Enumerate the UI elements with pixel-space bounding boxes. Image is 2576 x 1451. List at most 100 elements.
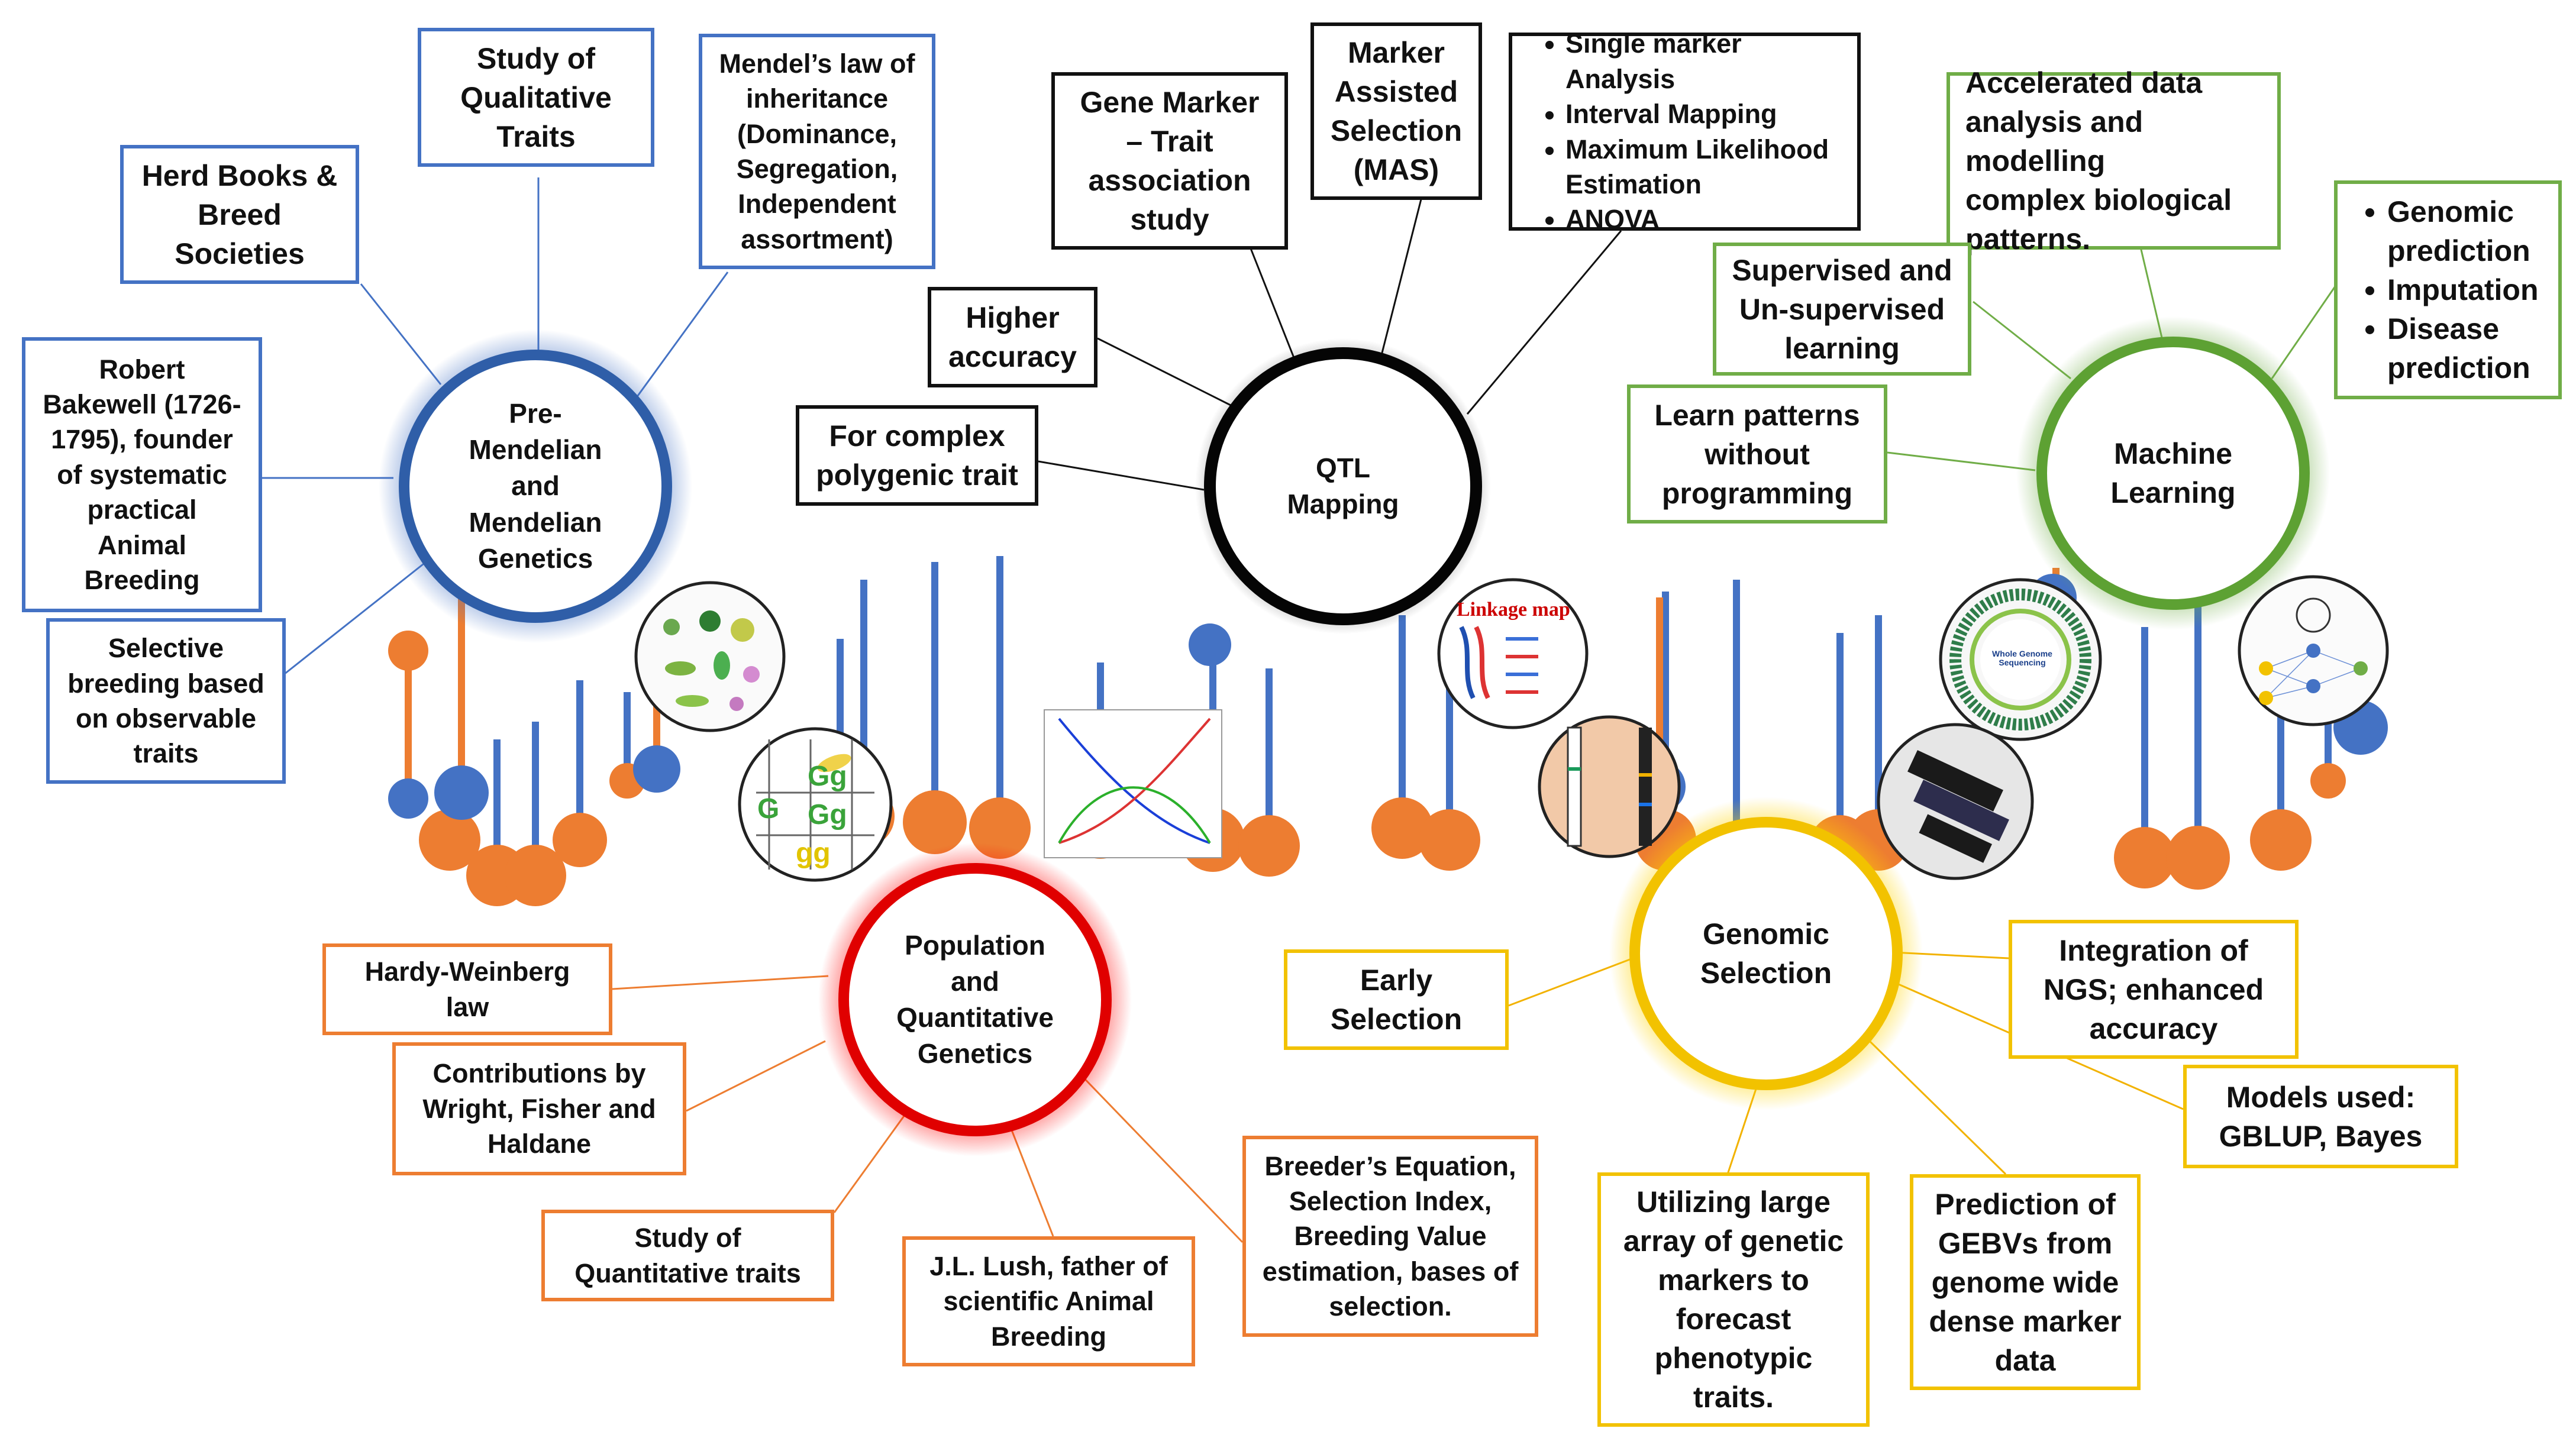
box-supervised-learning-line: Un-supervised [1739,292,1945,326]
dna-nucleotide [2166,826,2230,890]
box-marker-assisted-selection-line: Selection [1330,114,1463,147]
box-large-marker-array-line: array of genetic [1623,1224,1844,1258]
box-breeders-equation-line: Selection Index, [1289,1185,1492,1216]
dna-nucleotide [633,745,680,793]
neural-network-thumbnail [2238,575,2389,726]
dna-nucleotide [2310,763,2346,799]
box-contributions-line: Contributions by [432,1058,646,1089]
punnett-genotype-label: gg [796,838,831,869]
box-contributions-line: Haldane [487,1129,592,1159]
bullet-item: Disease prediction [2387,309,2550,387]
box-mendel-law-line: assortment) [741,224,893,254]
box-learn-patterns-line: programming [1661,476,1853,510]
bullet-item: Single marker Analysis [1565,26,1845,96]
box-herd-books-line: Herd Books & [141,159,338,192]
box-higher-accuracy-line: accuracy [948,340,1077,373]
box-mendel-law-line: inheritance [745,83,889,114]
box-selective-breeding-line: traits [133,738,199,769]
bullet-item: Maximum Likelihood Estimation [1565,132,1845,202]
box-higher-accuracy: Higher accuracy [928,287,1097,387]
bullet-item: ANOVA [1565,202,1845,237]
dna-nucleotide [419,809,480,871]
dna-nucleotide [2250,809,2312,871]
box-ml-applications: Genomic predictionImputationDisease pred… [2334,180,2562,399]
box-gebv-prediction-line: genome wide [1931,1265,2119,1299]
hub-label-line: Mapping [1287,489,1399,519]
connector-lines [262,177,2344,1243]
box-models-used-line: GBLUP, Bayes [2219,1119,2423,1153]
hub-label-line: Pre- [509,398,562,429]
box-herd-books-line: Societies [175,237,305,270]
dna-nucleotide [434,765,489,820]
box-gebv-prediction-line: Prediction of [1935,1187,2116,1221]
box-selective-breeding-line: breeding based [67,668,264,699]
hub-label-line: Selection [1700,956,1832,990]
box-models-used: Models used:GBLUP, Bayes [2183,1065,2458,1168]
hub-label-line: Mendelian [469,506,602,538]
punnett-genotype-label: G [757,793,780,825]
box-integration-ngs-line: accuracy [2089,1012,2218,1045]
box-robert-bakewell-line: Robert [99,354,185,384]
box-jl-lush-line: J.L. Lush, father of [929,1250,1168,1281]
box-breeders-equation-line: selection. [1329,1291,1452,1322]
box-large-marker-array-line: traits. [1693,1381,1774,1414]
box-hardy-weinberg-line: Hardy-Weinberg [364,956,570,987]
box-qtl-methods: Single marker AnalysisInterval MappingMa… [1509,28,1861,234]
box-mendel-law-line: (Dominance, [737,118,898,149]
box-jl-lush-line: scientific Animal [943,1286,1154,1317]
box-contributions-line: Wright, Fisher and [422,1093,656,1124]
dna-nucleotide [1419,809,1480,871]
dna-nucleotide [1371,797,1433,859]
box-gene-marker-association-line: Gene Marker [1080,86,1260,119]
box-large-marker-array-line: phenotypic [1654,1342,1813,1375]
box-gebv-prediction-line: dense marker [1929,1304,2122,1338]
dna-nucleotide [2114,827,2175,888]
box-early-selection-line: Selection [1330,1003,1463,1036]
hub-label-line: and [951,965,999,997]
box-qualitative-traits-line: Traits [496,119,576,153]
box-herd-books-line: Breed [198,198,282,231]
box-gene-marker-association-line: study [1130,203,1209,236]
hub-label-line: Machine [2113,437,2233,470]
box-accelerated-analysis-line: Accelerated data [1965,66,2203,99]
box-quantitative-traits-line: Study of [634,1223,741,1253]
box-integration-ngs-line: NGS; enhanced [2043,972,2264,1006]
box-gene-marker-association-line: association [1088,164,1251,197]
dna-nucleotide [1189,623,1231,666]
box-breeders-equation-line: Breeding Value [1294,1221,1487,1252]
box-accelerated-analysis-line: analysis and modelling [1965,105,2144,177]
box-breeders-equation-line: estimation, bases of [1262,1256,1519,1287]
box-supervised-learning-line: Supervised and [1732,253,1952,287]
pea-plants-thumbnail [634,581,786,732]
punnett-genotype-label: Gg [808,761,847,792]
box-gene-marker-association-line: – Trait [1126,125,1213,158]
dna-nucleotide [903,790,967,854]
box-large-marker-array-line: markers to [1658,1263,1809,1297]
punnett-genotype-label: Gg [808,799,847,830]
box-polygenic-trait-line: polygenic trait [816,458,1018,492]
hub-label-line: Learning [2110,476,2236,509]
hub-label-line: Genetics [477,542,593,574]
box-accelerated-analysis-line: patterns. [1965,222,2091,256]
box-mendel-law-line: Independent [738,189,896,219]
hub-label-line: Population [905,929,1045,961]
box-higher-accuracy-line: Higher [966,301,1060,334]
dna-nucleotide [553,813,607,867]
bullet-item: Imputation [2387,270,2550,309]
